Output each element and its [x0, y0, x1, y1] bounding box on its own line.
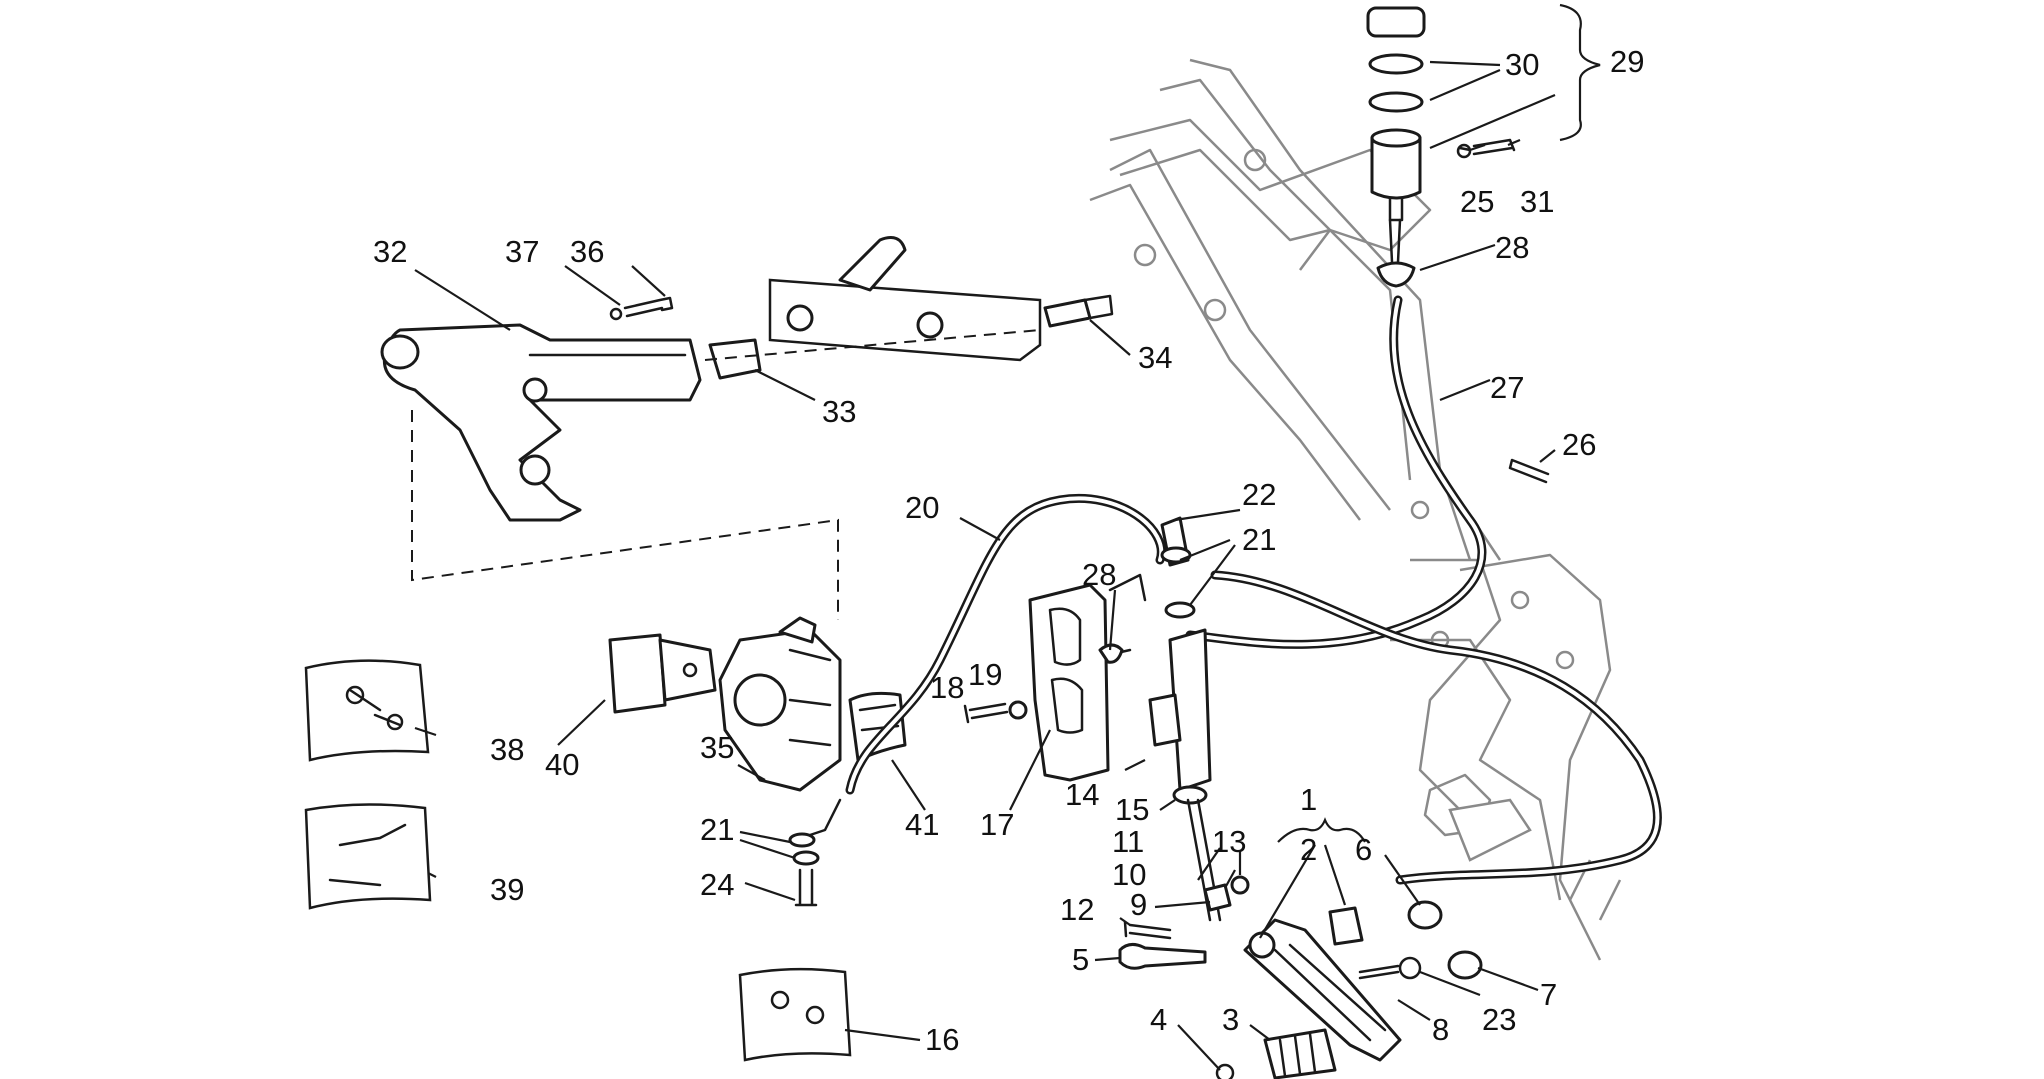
- callout-6: 6: [1355, 832, 1372, 867]
- push-rod: [1186, 798, 1250, 922]
- callout-5: 5: [1072, 942, 1089, 977]
- callout-7: 7: [1540, 977, 1557, 1012]
- callout-12: 12: [1060, 892, 1094, 927]
- footpeg-rubber: [1215, 1028, 1337, 1079]
- brace-29: [1559, 3, 1601, 142]
- callout-10: 10: [1112, 857, 1146, 892]
- callout-21-lower: 21: [700, 812, 734, 847]
- callout-17: 17: [980, 807, 1014, 842]
- callout-3: 3: [1222, 1002, 1239, 1037]
- callout-19: 19: [968, 657, 1002, 692]
- callout-39: 39: [490, 872, 524, 907]
- pivot-bolt-part: [1118, 943, 1207, 970]
- callout-38: 38: [490, 732, 524, 767]
- callout-15: 15: [1115, 792, 1149, 827]
- callout-34: 34: [1138, 340, 1172, 375]
- hose-guide-bracket: [848, 691, 907, 762]
- brace-1: [1277, 817, 1366, 843]
- callout-21-upper: 21: [1242, 522, 1276, 557]
- pin-part: [1508, 458, 1550, 484]
- callout-25: 25: [1460, 184, 1494, 219]
- callout-29: 29: [1610, 44, 1644, 79]
- reservoir-hose: [1185, 295, 1487, 649]
- hardware-bag-39: [304, 803, 432, 910]
- callout-9: 9: [1130, 887, 1147, 922]
- callout-4: 4: [1150, 1002, 1167, 1037]
- heat-shield: [1028, 583, 1110, 782]
- hardware-bag-38: [304, 659, 430, 762]
- banjo-fittings-lower: [788, 832, 820, 907]
- brake-fluid-reservoir: [1366, 6, 1516, 288]
- callout-18: 18: [930, 670, 964, 705]
- sliding-block-part: [708, 338, 762, 380]
- callout-33: 33: [822, 394, 856, 429]
- callout-20: 20: [905, 490, 939, 525]
- callout-14: 14: [1065, 777, 1099, 812]
- hardware-bag-16: [738, 967, 852, 1062]
- callout-16: 16: [925, 1022, 959, 1057]
- bracket-bolt-part: [609, 296, 674, 321]
- motorcycle-frame: [1089, 58, 1622, 961]
- callout-41: 41: [905, 807, 939, 842]
- callout-8: 8: [1432, 1012, 1449, 1047]
- callout-labels: 1 2 3 4 5 6 7 8 9 10 11 12 13 14 15 16 1…: [373, 44, 1644, 1057]
- callout-27: 27: [1490, 370, 1524, 405]
- brake-pedal: [1243, 918, 1402, 1062]
- leader-lines: [414, 60, 1556, 1071]
- callout-13: 13: [1212, 824, 1246, 859]
- callout-30: 30: [1505, 47, 1539, 82]
- callout-11: 11: [1112, 824, 1144, 859]
- brake-hose: [798, 494, 1662, 885]
- callout-28-upper: 28: [1495, 230, 1529, 265]
- alignment-guide: [411, 410, 839, 620]
- callout-22: 22: [1242, 477, 1276, 512]
- bolt-parts: [963, 700, 1172, 940]
- callout-31: 31: [1520, 184, 1554, 219]
- rear-brake-caliper-bracket: [380, 323, 702, 522]
- callout-32: 32: [373, 234, 407, 269]
- brake-caliper: [718, 616, 842, 792]
- callout-24: 24: [700, 867, 734, 902]
- callout-37: 37: [505, 234, 539, 269]
- callout-1: 1: [1300, 782, 1317, 817]
- callout-2: 2: [1300, 832, 1317, 867]
- callout-23: 23: [1482, 1002, 1516, 1037]
- callout-28-lower: 28: [1082, 557, 1116, 592]
- brake-pads: [608, 633, 717, 714]
- callout-35: 35: [700, 730, 734, 765]
- pedal-bushings: [1328, 900, 1483, 980]
- frame-bracket-plate: [768, 236, 1042, 362]
- callout-26: 26: [1562, 427, 1596, 462]
- callout-40: 40: [545, 747, 579, 782]
- bracket-pin-part: [1043, 294, 1114, 328]
- callout-36: 36: [570, 234, 604, 269]
- master-cylinder: [1098, 516, 1212, 805]
